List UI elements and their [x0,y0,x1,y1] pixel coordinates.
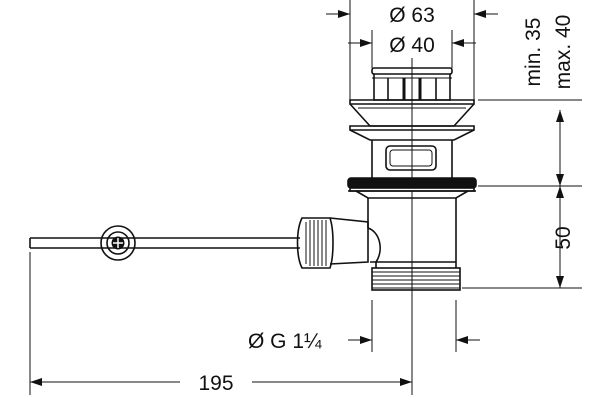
thread-label: Ø G 1¼ [248,330,322,353]
plug-cap [371,67,453,101]
rod-clamp [100,225,136,261]
funnel-upper [349,99,475,141]
drain-body-lower [367,198,457,268]
pull-rod [29,237,300,249]
body-height-label: 50 [552,226,575,249]
drain-part [296,58,477,318]
rod-length-label: 195 [198,372,233,395]
outer-diameter-label: Ø 63 [389,4,435,27]
side-nut [296,217,369,269]
drain-body-upper [371,140,453,178]
thread-section [371,267,461,291]
flange-ring [347,177,477,199]
inner-diameter-label: Ø 40 [389,34,435,57]
height-min-label: min. 35 [522,18,545,87]
inspection-window [385,145,437,171]
dimension-lines [29,0,582,395]
height-max-label: max. 40 [552,15,575,90]
